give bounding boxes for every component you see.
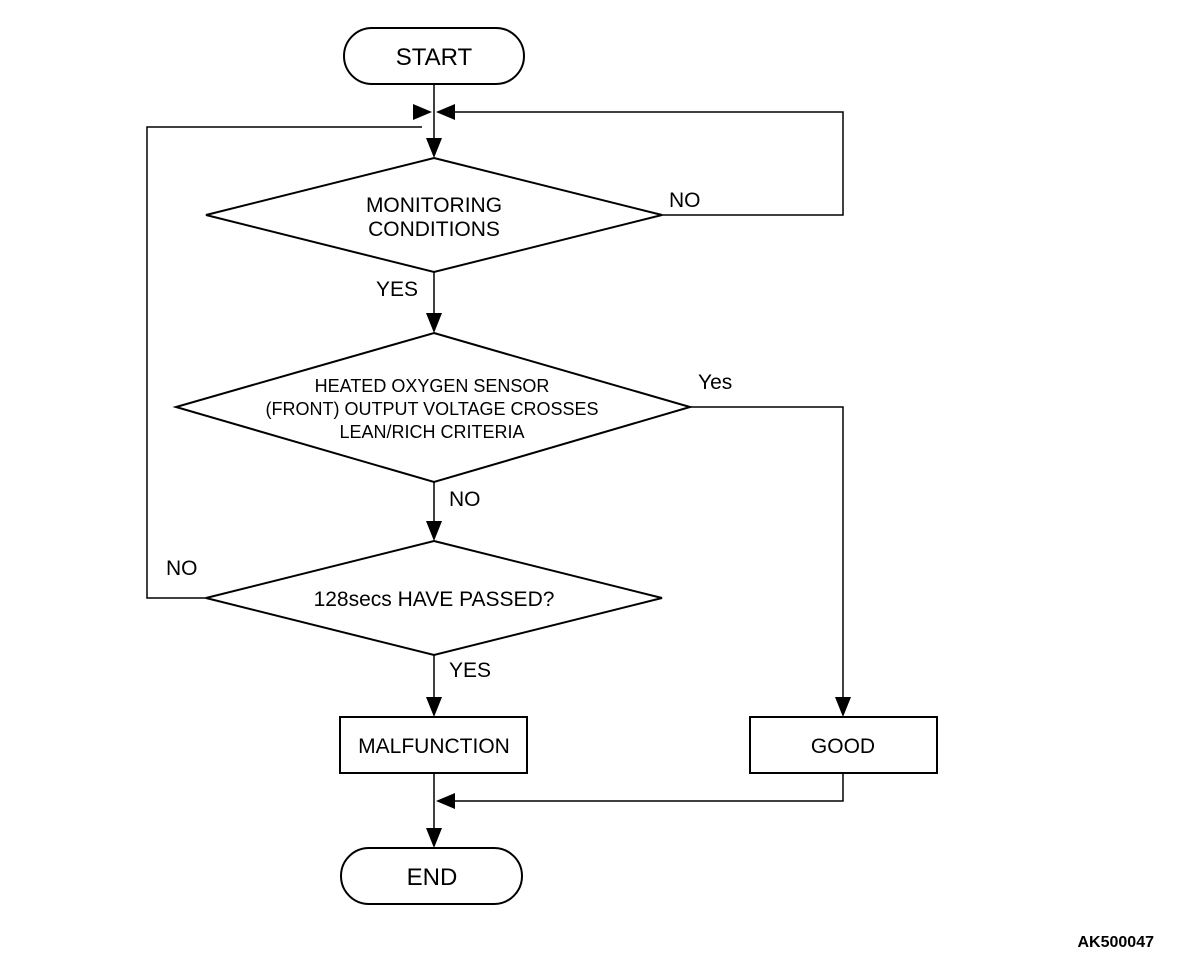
timer-no-label: NO <box>166 557 198 580</box>
arrowhead-timer-no <box>413 104 432 120</box>
arrowhead-into-monitoring <box>426 138 442 158</box>
arrowhead-into-sensor <box>426 313 442 333</box>
end-label: END <box>407 864 458 891</box>
sensor-label-line-1: HEATED OXYGEN SENSOR <box>315 376 550 396</box>
sensor-no-label: NO <box>449 488 481 511</box>
arrowhead-into-good <box>835 697 851 717</box>
arrowhead-good-join <box>436 793 455 809</box>
good-box <box>749 716 938 774</box>
arrowhead-into-timer <box>426 521 442 541</box>
sensor-label-line-2: (FRONT) OUTPUT VOLTAGE CROSSES <box>265 399 598 419</box>
good-label: GOOD <box>811 735 875 758</box>
arrowhead-into-end <box>426 828 442 848</box>
monitoring-yes-label: YES <box>376 278 418 301</box>
connector-sensor-yes <box>690 406 844 705</box>
monitoring-label-line-1: MONITORING <box>366 194 502 217</box>
connector-monitoring-no-loop <box>446 111 844 216</box>
connector-timer-no-loop <box>146 126 422 599</box>
connector-good-to-end <box>446 773 844 802</box>
end-terminal <box>340 847 523 905</box>
timer-yes-label: YES <box>449 659 491 682</box>
start-label: START <box>396 44 473 71</box>
monitoring-no-label: NO <box>669 189 701 212</box>
figure-code: AK500047 <box>1078 934 1155 951</box>
sensor-label-line-3: LEAN/RICH CRITERIA <box>339 422 524 442</box>
sensor-yes-label: Yes <box>698 371 732 394</box>
malfunction-label: MALFUNCTION <box>358 735 510 758</box>
arrowhead-into-malfunction <box>426 697 442 717</box>
arrowhead-monitoring-no <box>436 104 455 120</box>
monitoring-label-line-2: CONDITIONS <box>368 218 500 241</box>
timer-label: 128secs HAVE PASSED? <box>314 588 555 611</box>
